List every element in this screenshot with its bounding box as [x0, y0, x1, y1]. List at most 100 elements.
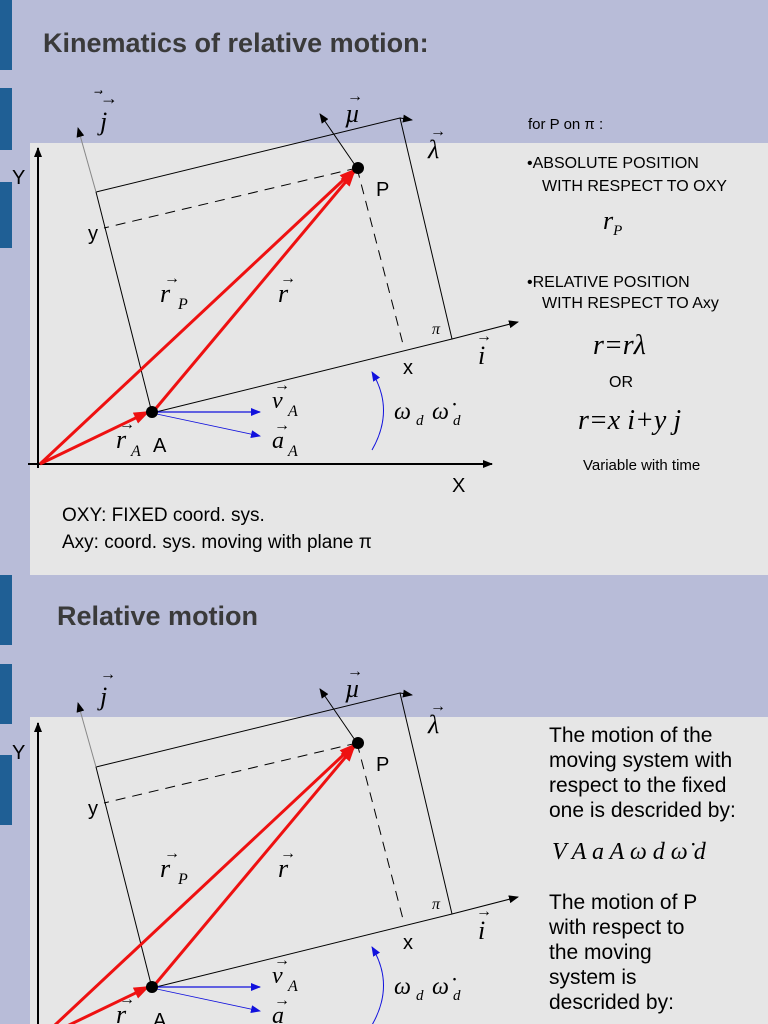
relative-position-subtitle: WITH RESPECT TO Axy — [542, 295, 719, 312]
text-line: moving system with — [549, 749, 733, 772]
lambda-vector — [399, 114, 413, 123]
slide-kinematics: Kinematics of relative motion: — [0, 0, 768, 575]
rA-label: r — [116, 425, 127, 454]
point-p — [352, 162, 364, 174]
r-vector — [150, 170, 356, 414]
aA-sub: A — [287, 443, 298, 460]
rP-sub: P — [177, 871, 188, 888]
vector-arrow: → — [274, 377, 290, 394]
r-label: r — [278, 854, 289, 883]
vector-arrow: → — [476, 328, 492, 345]
j-vector-label: j — [97, 107, 107, 136]
i-vector-label: i — [478, 341, 485, 370]
vector-arrow: → — [347, 88, 363, 105]
rP-sub: P — [177, 296, 188, 313]
rP-vector — [53, 743, 356, 1024]
accent-bar — [0, 755, 12, 825]
i-axis — [451, 320, 519, 340]
or-label: OR — [609, 374, 633, 391]
omega-sub: d — [416, 413, 424, 429]
mu-vector — [319, 688, 358, 744]
P-label: P — [376, 754, 389, 776]
text-line: system is — [549, 966, 637, 989]
kinematics-diagram: Y X y x P A π j ⃗→ µ → λ → i → r P → r →… — [12, 88, 519, 497]
i-vector-label: i — [478, 916, 485, 945]
rP-vector — [38, 168, 356, 466]
absolute-position-subtitle: WITH RESPECT TO OXY — [542, 178, 727, 195]
vector-arrow: → — [274, 952, 290, 969]
A-label: A — [153, 435, 167, 457]
slide-relative-motion: Relative motion Y y x — [0, 575, 768, 1024]
vector-arrow: ⃗→ — [94, 88, 118, 108]
text-line: respect to the fixed — [549, 774, 727, 797]
lambda-label: λ — [427, 710, 439, 739]
projection-y — [103, 167, 358, 229]
variable-note: Variable with time — [583, 457, 701, 474]
rA-label: r — [116, 1000, 127, 1024]
vA-sub: A — [287, 978, 298, 995]
projection-x — [356, 742, 405, 924]
equation-r-xy: r=x i+y j — [578, 405, 682, 436]
moving-system-quantities: V A a A ω d ω̇ d — [552, 839, 706, 865]
y-label: y — [88, 223, 98, 245]
mu-vector — [319, 113, 358, 169]
motion-text-1: The motion of the moving system with res… — [549, 723, 736, 823]
vector-arrow: → — [164, 845, 180, 862]
point-a — [146, 981, 158, 993]
omega-arc — [371, 371, 384, 451]
aA-vector — [151, 412, 261, 439]
text-line: one is descrided by: — [549, 799, 736, 822]
i-axis — [451, 895, 519, 915]
omega-label: ω — [394, 974, 411, 1000]
vector-arrow: → — [476, 903, 492, 920]
P-label: P — [376, 179, 389, 201]
pi-label: π — [432, 896, 441, 913]
point-p — [352, 737, 364, 749]
vA-label: v — [272, 963, 283, 989]
rA-sub: A — [130, 443, 141, 460]
aA-label: a — [272, 1003, 284, 1024]
vector-arrow: → — [347, 663, 363, 680]
accent-bar — [0, 664, 12, 724]
vector-arrow: → — [100, 666, 116, 683]
vector-arrow: → — [119, 991, 135, 1008]
mu-label: µ — [345, 674, 360, 703]
A-label: A — [153, 1010, 167, 1024]
Y-label: Y — [12, 167, 25, 189]
vector-arrow: → — [430, 123, 446, 140]
rA-vector — [67, 985, 150, 1024]
accent-bar — [0, 0, 12, 70]
vector-arrow: → — [119, 416, 135, 433]
relative-position-title: •RELATIVE POSITION — [527, 274, 690, 291]
omega-sub: d — [416, 988, 424, 1004]
text-line: the moving — [549, 941, 652, 964]
rA-vector — [39, 410, 150, 466]
abs-vec-sub: P — [613, 223, 623, 240]
accent-bar — [0, 575, 12, 645]
vector-arrow: → — [274, 992, 290, 1009]
projection-y — [103, 742, 358, 804]
mu-label: µ — [345, 99, 360, 128]
caption-fixed: OXY: FIXED coord. sys. — [62, 505, 265, 526]
motion-text-2: The motion of P with respect to the movi… — [549, 890, 697, 1015]
y-label: y — [88, 798, 98, 820]
vA-label: v — [272, 388, 283, 414]
absolute-position-title: •ABSOLUTE POSITION — [527, 155, 699, 172]
vector-arrow: → — [274, 417, 290, 434]
vector-arrow: → — [430, 698, 446, 715]
omega-arc — [371, 946, 384, 1024]
omegadot-sub: d — [453, 413, 461, 429]
vector-arrow: → — [164, 270, 180, 287]
omegadot-sub: d — [453, 988, 461, 1004]
j-vector-label: j — [97, 682, 107, 711]
aA-vector — [151, 987, 261, 1014]
aA-label: a — [272, 428, 284, 454]
abs-vec-symbol: r — [603, 206, 614, 235]
text-line: The motion of the — [549, 724, 713, 747]
slide-title: Relative motion — [57, 601, 259, 631]
lambda-vector — [399, 689, 413, 698]
text-line: descrided by: — [549, 991, 674, 1014]
equation-r-lambda: r=rλ — [593, 330, 646, 361]
vector-arrow: → — [280, 845, 296, 862]
x-label: x — [403, 357, 413, 379]
